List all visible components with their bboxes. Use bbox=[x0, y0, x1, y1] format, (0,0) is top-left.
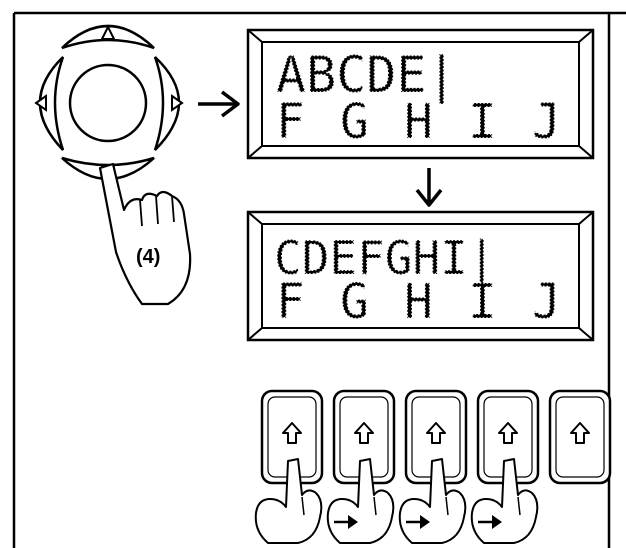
lcd-after-char: J bbox=[532, 274, 561, 330]
up-arrow-icon bbox=[354, 422, 374, 444]
dpad-left-button[interactable] bbox=[34, 56, 65, 151]
up-arrow-icon bbox=[426, 422, 446, 444]
dpad-center-button[interactable] bbox=[68, 63, 148, 143]
lcd-after-char: F bbox=[276, 274, 305, 330]
pressing-hand-icon bbox=[254, 458, 323, 544]
key-button-5[interactable] bbox=[548, 389, 612, 485]
lcd-before-char: F bbox=[276, 94, 305, 150]
lcd-after-bottom-line: F G H I J bbox=[275, 273, 562, 331]
lcd-display-before: ABCDE| F G H I J bbox=[246, 28, 595, 160]
right-arrow-icon bbox=[406, 515, 430, 529]
right-arrow-icon bbox=[198, 90, 240, 118]
lcd-after-char: G bbox=[340, 274, 369, 330]
lcd-after-char: H bbox=[404, 274, 433, 330]
dpad-up-button[interactable] bbox=[61, 24, 155, 50]
lcd-before-top-line: ABCDE| bbox=[276, 46, 457, 104]
up-triangle-icon bbox=[100, 24, 116, 40]
key-button-1[interactable] bbox=[260, 389, 324, 485]
lcd-after-top-line: CDEFGHI| bbox=[274, 231, 496, 286]
sequence-arrows bbox=[334, 515, 502, 529]
left-triangle-icon bbox=[34, 94, 47, 112]
up-arrow-icon bbox=[282, 422, 302, 444]
lcd-before-char: I bbox=[468, 94, 497, 150]
lcd-before-bottom-line: F G H I J bbox=[275, 93, 562, 151]
down-arrow-icon bbox=[415, 168, 443, 207]
direction-pad bbox=[34, 24, 184, 181]
dpad-right-button[interactable] bbox=[153, 56, 184, 151]
step-number-label: (4) bbox=[136, 246, 160, 268]
right-arrow-icon bbox=[334, 515, 358, 529]
lcd-before-char: J bbox=[532, 94, 561, 150]
key-row bbox=[254, 389, 612, 544]
pressing-hand-icon bbox=[98, 162, 192, 306]
right-arrow-icon bbox=[478, 515, 502, 529]
lcd-before-char: G bbox=[340, 94, 369, 150]
right-triangle-icon bbox=[171, 94, 184, 112]
lcd-before-char: H bbox=[404, 94, 433, 150]
up-arrow-icon bbox=[498, 422, 518, 444]
up-arrow-icon bbox=[570, 422, 590, 444]
lcd-display-after: CDEFGHI| F G H I J bbox=[246, 210, 595, 342]
lcd-after-char: I bbox=[468, 274, 497, 330]
